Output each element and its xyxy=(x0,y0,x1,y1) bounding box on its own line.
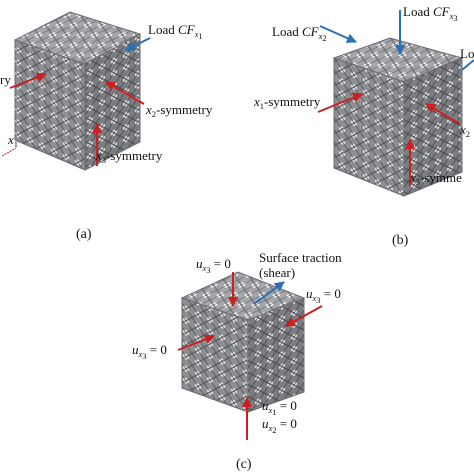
arrow-x1-symmetry-b xyxy=(317,92,363,113)
label-traction-line2: (shear) xyxy=(259,265,295,280)
label-x2-partial-b: x2 xyxy=(459,122,470,139)
label-load-cfx3: Load CFx3 xyxy=(403,4,458,23)
label-bottom-ux1: ux1 = 0 xyxy=(262,398,297,417)
label-traction-line1: Surface traction xyxy=(259,250,342,265)
panel-b: Load CFx3 Load CFx2 Lo x1-symmetry x2 x3… xyxy=(253,4,474,248)
label-right-partial-b: Lo xyxy=(460,46,474,61)
arrow-right-ux3 xyxy=(285,305,323,327)
panel-c: Surface traction (shear) ux3 = 0 ux3 = 0… xyxy=(132,250,342,472)
arrow-x2-symmetry-b xyxy=(425,103,461,125)
arrow-load-cfx2 xyxy=(319,25,357,43)
label-bottom-ux2: ux2 = 0 xyxy=(262,416,297,435)
caption-a: (a) xyxy=(76,227,92,242)
label-left-ux3: ux3 = 0 xyxy=(132,342,167,361)
label-x3-symmetry-a: x3-symmetry xyxy=(95,148,163,165)
label-right-ux3: ux3 = 0 xyxy=(306,286,341,305)
label-axis-x1-a: x1 xyxy=(7,132,18,149)
label-x2-symmetry-a: x2-symmetry xyxy=(145,102,213,119)
arrow-surface-traction xyxy=(253,281,285,305)
caption-b: (b) xyxy=(392,233,409,248)
label-x1-symmetry-b: x1-symmetry xyxy=(253,94,321,111)
arrow-x1-symmetry-a xyxy=(9,72,47,89)
label-load-cfx1: Load CFx1 xyxy=(148,22,203,41)
lattice-cube-a xyxy=(13,11,142,171)
label-left-partial-a: ry xyxy=(0,72,11,87)
axis-x1-a xyxy=(1,147,17,157)
label-x3-symmetry-b: x3-symme xyxy=(409,170,462,187)
arrow-x2-symmetry-a xyxy=(105,81,145,105)
arrow-left-ux3 xyxy=(177,334,215,351)
label-load-cfx2: Load CFx2 xyxy=(272,24,327,43)
arrow-load-cfx1 xyxy=(125,37,151,51)
panel-a: Load CFx1 ry x2-symmetry x3-symmetry x1 … xyxy=(0,11,213,242)
lattice-cube-b xyxy=(332,37,464,197)
caption-c: (c) xyxy=(236,457,252,472)
arrow-right-load-b xyxy=(461,59,474,71)
label-top-ux3: ux3 = 0 xyxy=(196,256,231,275)
lattice-cube-c xyxy=(180,271,306,413)
